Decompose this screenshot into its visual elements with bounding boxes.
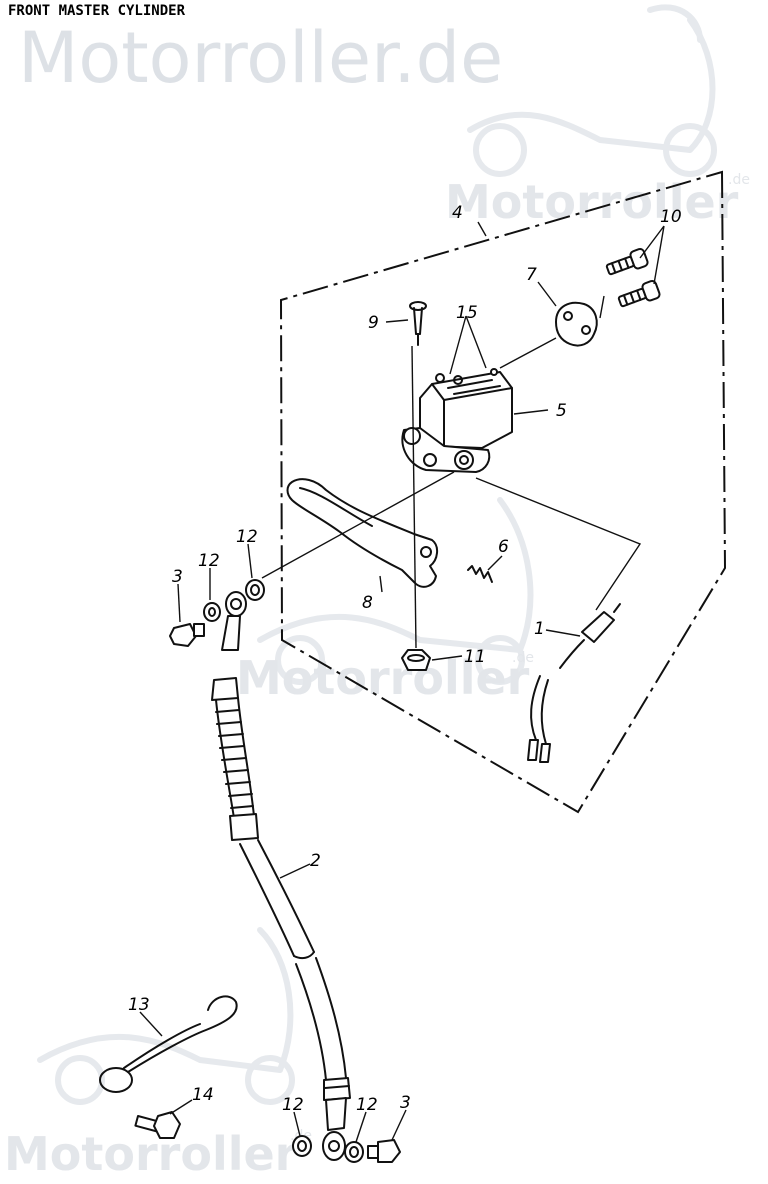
callout-9: 9 <box>368 313 379 333</box>
scooter-watermark-bottom <box>37 927 295 1105</box>
watermark-layer: Motorroller.de Motorroller .de Motorroll… <box>4 4 750 1181</box>
part-6-spring <box>467 565 493 583</box>
callout-4: 4 <box>452 203 463 223</box>
callout-11: 11 <box>464 647 486 667</box>
part-13-hose-clip <box>99 995 238 1093</box>
part-12-washer-lower-right <box>344 1141 364 1163</box>
watermark-repeat-top: Motorroller <box>445 175 739 229</box>
watermark-repeat-middle: Motorroller <box>236 651 530 705</box>
callout-8: 8 <box>362 593 373 613</box>
part-2-brake-hose <box>211 591 351 1161</box>
callout-12-lower-left: 12 <box>282 1095 304 1115</box>
scooter-watermark-middle <box>257 497 534 685</box>
watermark-repeat-bottom: Motorroller <box>4 1127 298 1181</box>
callout-3-upper: 3 <box>172 567 183 587</box>
callout-13: 13 <box>128 995 150 1015</box>
callout-6: 6 <box>498 537 509 557</box>
diagram-title: FRONT MASTER CYLINDER <box>8 3 186 19</box>
part-1-brake-switch <box>527 603 621 763</box>
part-12-washer-upper-left <box>203 602 221 622</box>
callout-12-upper-right: 12 <box>236 527 258 547</box>
part-12-washer-lower-left <box>292 1135 312 1157</box>
callout-12-lower-right: 12 <box>356 1095 378 1115</box>
callout-7: 7 <box>526 265 537 285</box>
callout-1: 1 <box>534 619 545 639</box>
watermark-suffix-top: .de <box>728 172 750 188</box>
callout-12-upper-left: 12 <box>198 551 220 571</box>
callout-labels: 4 10 7 15 9 5 6 8 1 11 12 12 3 2 13 14 1… <box>128 203 682 1115</box>
callout-3-lower: 3 <box>400 1093 411 1113</box>
part-15-cap-screws <box>435 368 498 383</box>
callout-10: 10 <box>660 207 682 227</box>
part-12-washer-upper-right <box>245 579 265 601</box>
part-5-master-cylinder <box>401 371 513 473</box>
callout-14: 14 <box>192 1085 214 1105</box>
part-3-banjo-bolt-upper <box>169 623 205 647</box>
part-9-pivot-bolt <box>409 301 427 346</box>
part-10-clamp-screws <box>605 247 661 308</box>
leader-lines <box>139 221 665 1143</box>
part-7-handlebar-clamp <box>555 301 598 347</box>
watermark-main: Motorroller.de <box>18 17 503 99</box>
part-11-lever-nut <box>401 649 431 671</box>
part-3-banjo-bolt-lower <box>367 1139 401 1163</box>
scooter-watermark-top <box>467 4 717 177</box>
callout-2: 2 <box>310 851 321 871</box>
callout-15: 15 <box>456 303 478 323</box>
assembly-boundary <box>279 170 727 814</box>
callout-5: 5 <box>556 401 567 421</box>
watermark-suffix-middle: .de <box>512 650 534 666</box>
